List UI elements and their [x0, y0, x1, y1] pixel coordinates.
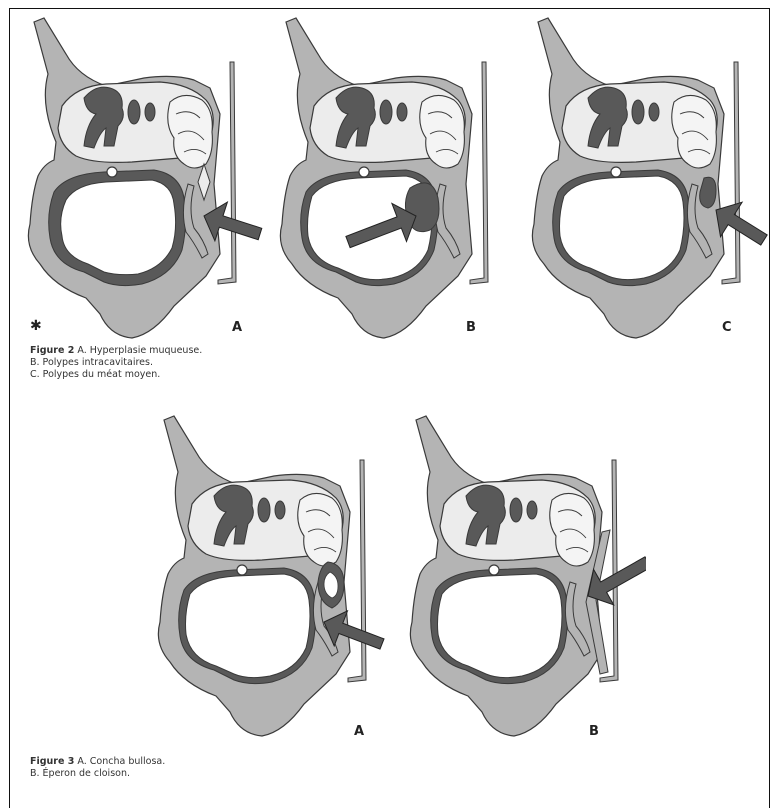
sinus-diagram [518, 14, 768, 344]
figure2-caption: Figure 2 A. Hyperplasie muqueuse. B. Pol… [30, 345, 202, 381]
optic-nerve [510, 498, 522, 522]
ostium [237, 565, 247, 575]
figure3-label-b: B [589, 724, 599, 739]
orbital-vessel [527, 501, 537, 519]
caption-line: B. Polypes intracavitaires. [30, 357, 202, 369]
figure2-panel-b [266, 14, 516, 344]
orbital-vessel [145, 103, 155, 121]
caption-line: A. Concha bullosa. [77, 756, 165, 767]
optic-nerve [632, 100, 644, 124]
caption-lead: Figure 2 [30, 345, 74, 356]
optic-nerve [128, 100, 140, 124]
sinus-diagram [144, 412, 394, 742]
arrow-icon [716, 202, 767, 245]
figure3-caption: Figure 3 A. Concha bullosa. B. Éperon de… [30, 756, 165, 780]
figure2-label-a: A [232, 320, 242, 335]
figure2-panel-a [14, 14, 264, 344]
ostium [107, 167, 117, 177]
caption-lead: Figure 3 [30, 756, 74, 767]
nasal-septum [470, 62, 488, 284]
orbital-vessel [275, 501, 285, 519]
nasal-septum [348, 460, 366, 682]
figure3-label-a: A [354, 724, 364, 739]
figure3-panel-b [396, 412, 646, 742]
sinus-diagram [266, 14, 516, 344]
ostium [359, 167, 369, 177]
sinus-diagram [14, 14, 264, 344]
sinus-diagram [396, 412, 646, 742]
optic-nerve [258, 498, 270, 522]
figure2-label-c: C [722, 320, 732, 335]
caption-line: A. Hyperplasie muqueuse. [77, 345, 202, 356]
orbital-vessel [649, 103, 659, 121]
caption-line: B. Éperon de cloison. [30, 768, 165, 780]
ostium [611, 167, 621, 177]
caption-line: C. Polypes du méat moyen. [30, 369, 202, 381]
nasal-septum [218, 62, 236, 284]
nasal-septum [722, 62, 740, 284]
figure2-panel-c [518, 14, 768, 344]
optic-nerve [380, 100, 392, 124]
orbital-vessel [397, 103, 407, 121]
figure2-label-b: B [466, 320, 476, 335]
ostium [489, 565, 499, 575]
figure2-marker-icon: ✱ [30, 318, 42, 334]
figure3-panel-a [144, 412, 394, 742]
